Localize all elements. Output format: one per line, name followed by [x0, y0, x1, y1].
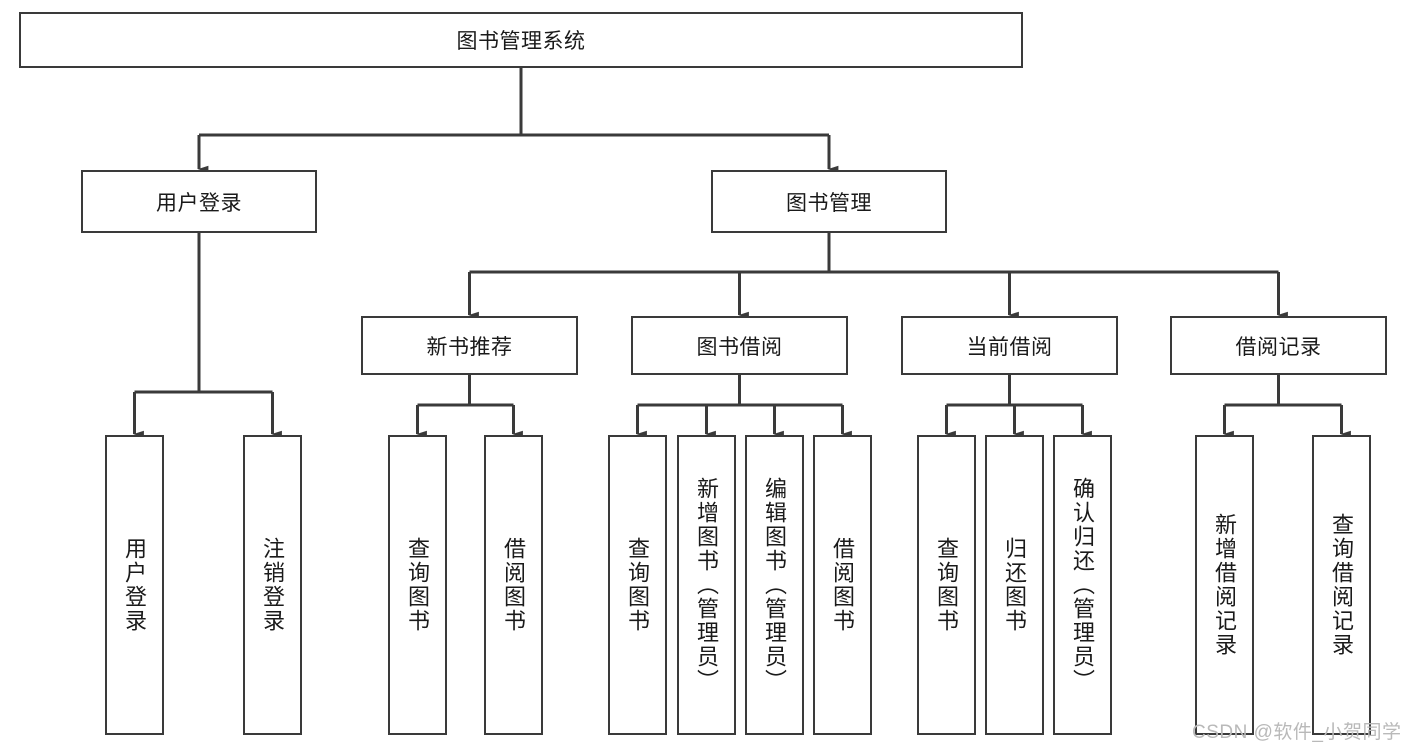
node-label: 新增借阅记录 — [1212, 513, 1238, 657]
node-leaf-add-record[interactable]: 新增借阅记录 — [1195, 435, 1254, 735]
node-label: 查询图书 — [934, 537, 960, 633]
node-book-borrow[interactable]: 图书借阅 — [631, 316, 848, 375]
node-label: 归还图书 — [1002, 537, 1028, 633]
node-root[interactable]: 图书管理系统 — [19, 12, 1023, 68]
node-label: 确认归还（管理员） — [1070, 477, 1096, 693]
watermark-label: CSDN @软件_小贺同学 — [1192, 722, 1402, 743]
node-leaf-edit-book[interactable]: 编辑图书（管理员） — [745, 435, 804, 735]
node-label: 图书借阅 — [696, 335, 783, 359]
node-leaf-add-book[interactable]: 新增图书（管理员） — [677, 435, 736, 735]
node-label: 用户登录 — [156, 191, 242, 215]
node-leaf-confirm-return[interactable]: 确认归还（管理员） — [1053, 435, 1112, 735]
node-leaf-logout[interactable]: 注销登录 — [243, 435, 302, 735]
node-label: 新书推荐 — [426, 335, 513, 359]
node-label: 借阅图书 — [501, 537, 527, 633]
node-label: 借阅记录 — [1235, 335, 1322, 359]
node-leaf-borrow-book-2[interactable]: 借阅图书 — [813, 435, 872, 735]
node-label: 查询图书 — [405, 537, 431, 633]
node-label: 用户登录 — [122, 537, 148, 633]
node-book-management[interactable]: 图书管理 — [711, 170, 947, 233]
node-label: 借阅图书 — [830, 537, 856, 633]
node-label: 查询图书 — [625, 537, 651, 633]
node-leaf-query-book-2[interactable]: 查询图书 — [608, 435, 667, 735]
node-label: 查询借阅记录 — [1329, 513, 1355, 657]
node-label: 当前借阅 — [966, 335, 1053, 359]
node-leaf-query-book-1[interactable]: 查询图书 — [388, 435, 447, 735]
node-leaf-user-login[interactable]: 用户登录 — [105, 435, 164, 735]
node-leaf-query-record[interactable]: 查询借阅记录 — [1312, 435, 1371, 735]
node-label: 新增图书（管理员） — [694, 477, 720, 693]
node-label: 图书管理系统 — [456, 30, 586, 53]
node-new-book-recommend[interactable]: 新书推荐 — [361, 316, 578, 375]
node-user-login[interactable]: 用户登录 — [81, 170, 317, 233]
node-leaf-return-book[interactable]: 归还图书 — [985, 435, 1044, 735]
node-current-borrow[interactable]: 当前借阅 — [901, 316, 1118, 375]
node-label: 注销登录 — [260, 537, 286, 633]
node-leaf-query-book-3[interactable]: 查询图书 — [917, 435, 976, 735]
node-leaf-borrow-book-1[interactable]: 借阅图书 — [484, 435, 543, 735]
node-borrow-record[interactable]: 借阅记录 — [1170, 316, 1387, 375]
node-label: 编辑图书（管理员） — [762, 477, 788, 693]
node-label: 图书管理 — [786, 191, 872, 215]
